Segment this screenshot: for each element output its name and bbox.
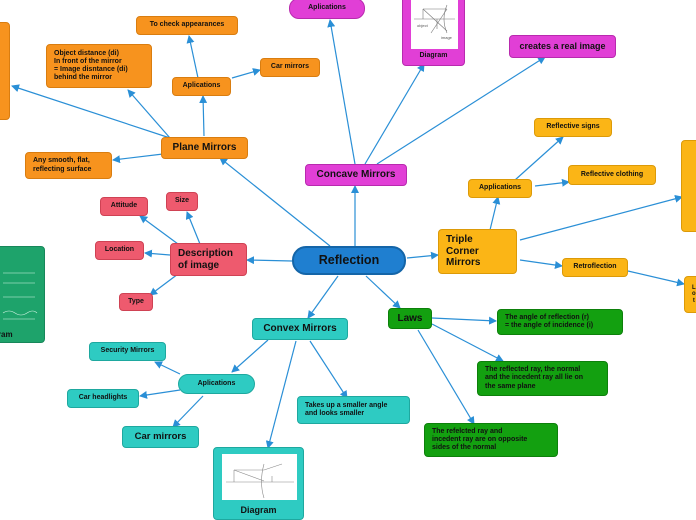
attitude-node[interactable]: Attitude (100, 197, 148, 216)
law-angle-node[interactable]: The angle of reflection (r) = the angle … (497, 309, 623, 335)
triple-corner-mirrors-node[interactable]: Triple Corner Mirrors (438, 229, 517, 274)
offscreen-right-card (681, 140, 696, 232)
offscreen-right-small-card: L o t (684, 276, 696, 313)
concave-ray-diagram: object image (414, 4, 455, 40)
check-appearances-node[interactable]: To check appearances (136, 16, 238, 35)
plane-car-mirrors-node[interactable]: Car mirrors (260, 58, 320, 77)
convex-mirrors-node[interactable]: Convex Mirrors (252, 318, 348, 340)
reflective-clothing-node[interactable]: Reflective clothing (568, 165, 656, 185)
plane-applications-node[interactable]: Aplications (172, 77, 231, 96)
left-diagram-sketch (2, 272, 38, 320)
laws-node[interactable]: Laws (388, 308, 432, 329)
diagram-object-text: object (417, 23, 429, 28)
concave-applications-node[interactable]: Aplications (289, 0, 365, 19)
security-mirrors-node[interactable]: Security Mirrors (89, 342, 166, 361)
retroflection-node[interactable]: Retroflection (562, 258, 628, 277)
car-headlights-node[interactable]: Car headlights (67, 389, 139, 408)
convex-applications-node[interactable]: Aplications (178, 374, 255, 394)
convex-diagram-card[interactable]: Diagram (213, 447, 304, 520)
location-node[interactable]: Location (95, 241, 144, 260)
description-of-image-node[interactable]: Description of image (170, 243, 247, 276)
law-opposite-sides-node[interactable]: The refelcted ray and incedent ray are o… (424, 423, 558, 457)
concave-diagram-image: object image (411, 0, 458, 49)
concave-diagram-label: Diagram (419, 52, 448, 59)
convex-diagram-image (222, 454, 297, 500)
type-node[interactable]: Type (119, 293, 153, 311)
offscreen-left-card (0, 22, 10, 120)
convex-car-mirrors-node[interactable]: Car mirrors (122, 426, 199, 448)
plane-mirrors-node[interactable]: Plane Mirrors (161, 137, 248, 159)
convex-ray-diagram (226, 463, 294, 499)
triple-applications-node[interactable]: Applications (468, 179, 532, 198)
concave-mirrors-node[interactable]: Concave Mirrors (305, 164, 407, 186)
plane-object-distance-node[interactable]: Object distance (di) In front of the mir… (46, 44, 152, 88)
central-topic-reflection[interactable]: Reflection (292, 246, 406, 275)
smaller-angle-node[interactable]: Takes up a smaller angle and looks small… (297, 396, 410, 424)
diagram-image-text: image (441, 35, 453, 40)
reflective-signs-node[interactable]: Reflective signs (534, 118, 612, 137)
size-node[interactable]: Size (166, 192, 198, 211)
left-diagram-label: gram (0, 330, 13, 339)
concave-diagram-card[interactable]: object image Diagram (402, 0, 465, 66)
plane-surface-node[interactable]: Any smooth, flat, reflecting surface (25, 152, 112, 179)
law-same-plane-node[interactable]: The reflected ray, the normal and the in… (477, 361, 608, 396)
convex-diagram-label: Diagram (240, 505, 277, 515)
left-diagram-card: gram (0, 246, 45, 343)
real-image-node[interactable]: creates a real image (509, 35, 616, 58)
